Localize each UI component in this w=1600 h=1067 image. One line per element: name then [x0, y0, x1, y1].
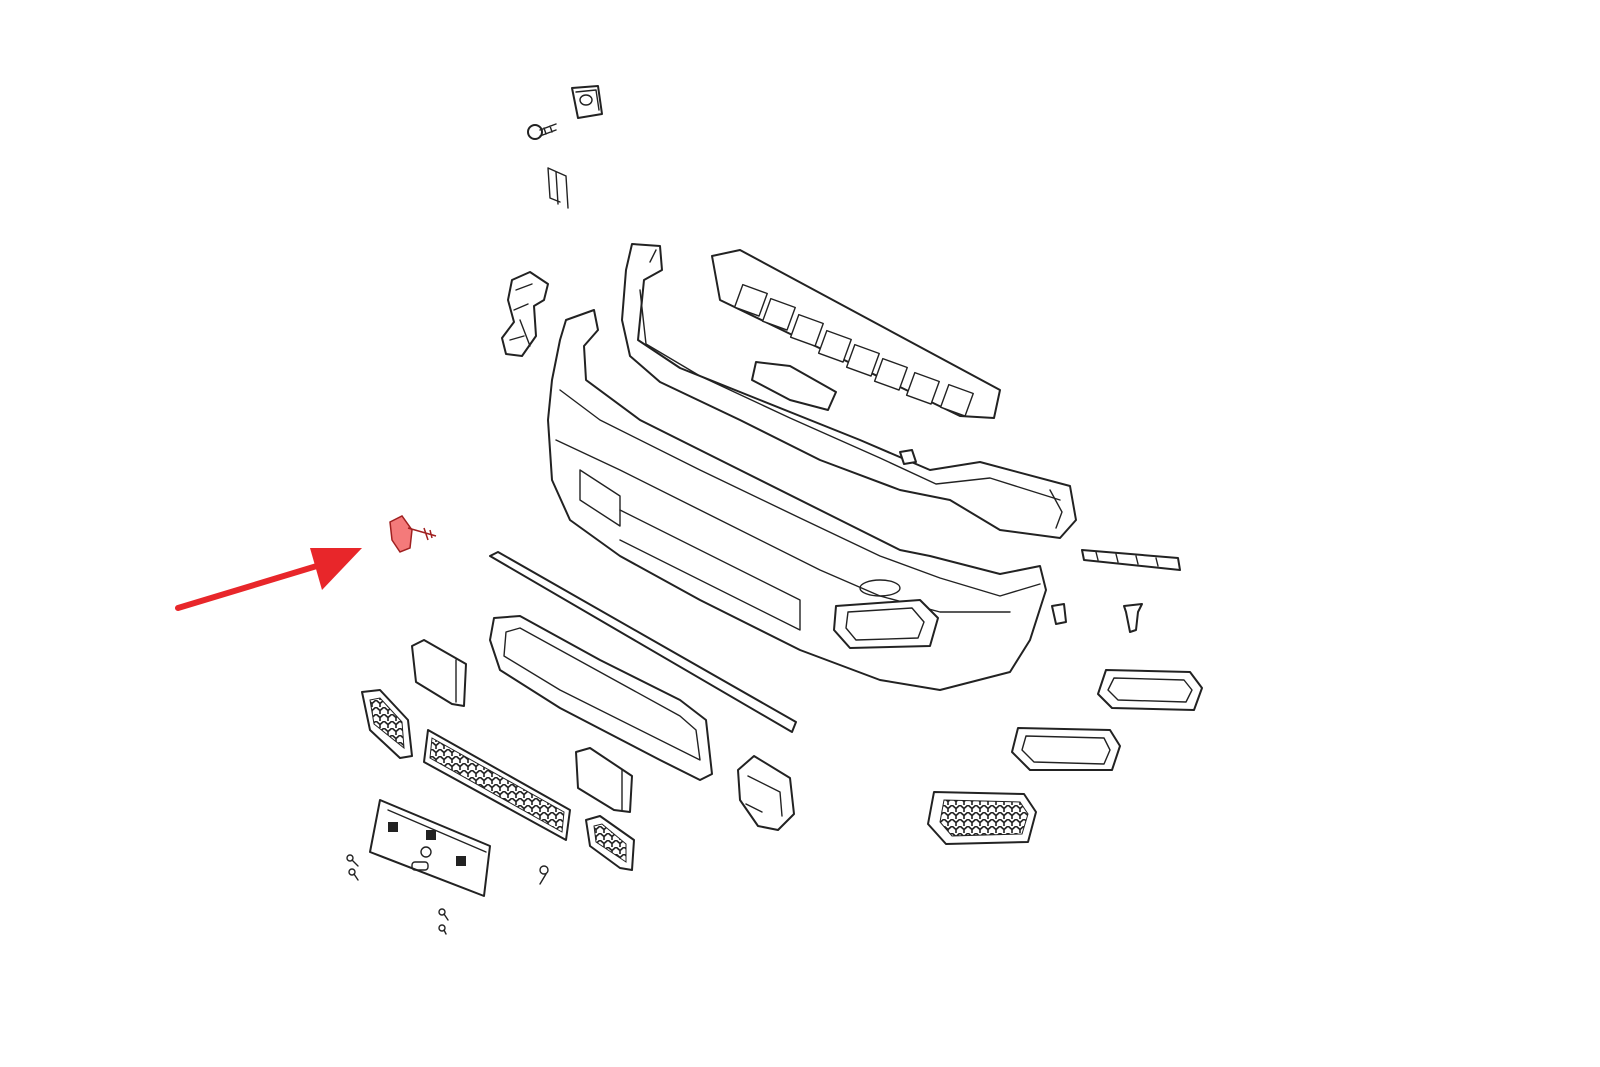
tow-hook-cover-lower	[411, 639, 467, 707]
push-pin-fastener	[1123, 603, 1143, 633]
small-grille-insert	[585, 815, 635, 871]
bumper-retainer-clip	[1081, 549, 1181, 571]
lower-trim-strip	[489, 551, 797, 733]
left-bumper-bracket	[501, 271, 549, 357]
tow-hook-cover-highlighted	[389, 515, 437, 553]
clip-fastener	[1051, 603, 1067, 625]
left-side-grille	[361, 689, 413, 759]
clip-nut	[571, 85, 603, 119]
u-clip	[547, 167, 569, 209]
fog-lamp-bezel-upper	[1097, 669, 1203, 711]
center-lower-grille	[423, 729, 571, 841]
lower-grille-frame	[489, 615, 713, 781]
fog-lamp-bracket	[737, 755, 795, 831]
front-bumper-fascia	[547, 309, 1047, 691]
screws	[346, 854, 549, 935]
fog-lamp-cover	[575, 747, 633, 813]
bolt	[527, 123, 557, 140]
right-side-grille	[927, 791, 1037, 845]
energy-absorber	[711, 249, 1001, 465]
upper-fascia-reinforcement	[621, 243, 1077, 539]
fog-lamp-bezel-lower	[1011, 727, 1121, 771]
red-pointer-arrow	[175, 548, 362, 611]
license-plate-bracket	[369, 799, 491, 897]
